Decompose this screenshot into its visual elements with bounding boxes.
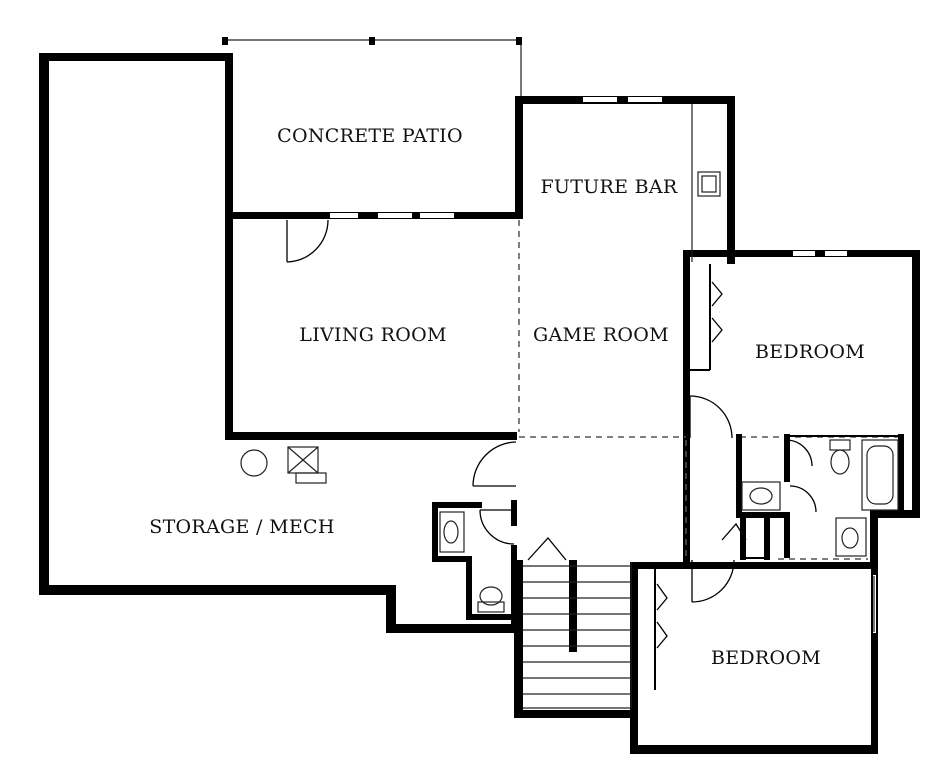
label-game-room: GAME ROOM — [533, 324, 669, 346]
label-bedroom-upper: BEDROOM — [755, 341, 865, 363]
label-living-room: LIVING ROOM — [299, 324, 446, 346]
mech-equipment — [240, 446, 327, 484]
label-storage-mech: STORAGE / MECH — [149, 516, 334, 538]
label-future-bar: FUTURE BAR — [540, 176, 677, 198]
room-labels: CONCRETE PATIO FUTURE BAR LIVING ROOM GA… — [149, 125, 865, 669]
label-bedroom-lower: BEDROOM — [711, 647, 821, 669]
windows — [330, 97, 876, 633]
dashed-openings — [518, 220, 905, 560]
bar-counter — [691, 104, 721, 262]
exterior-walls — [39, 53, 920, 754]
door-swings — [286, 219, 817, 603]
half-bath — [439, 511, 505, 613]
label-concrete-patio: CONCRETE PATIO — [277, 125, 463, 147]
patio-outline — [222, 37, 522, 96]
stairs — [523, 562, 632, 709]
main-bath — [736, 434, 904, 560]
closets — [654, 264, 723, 690]
